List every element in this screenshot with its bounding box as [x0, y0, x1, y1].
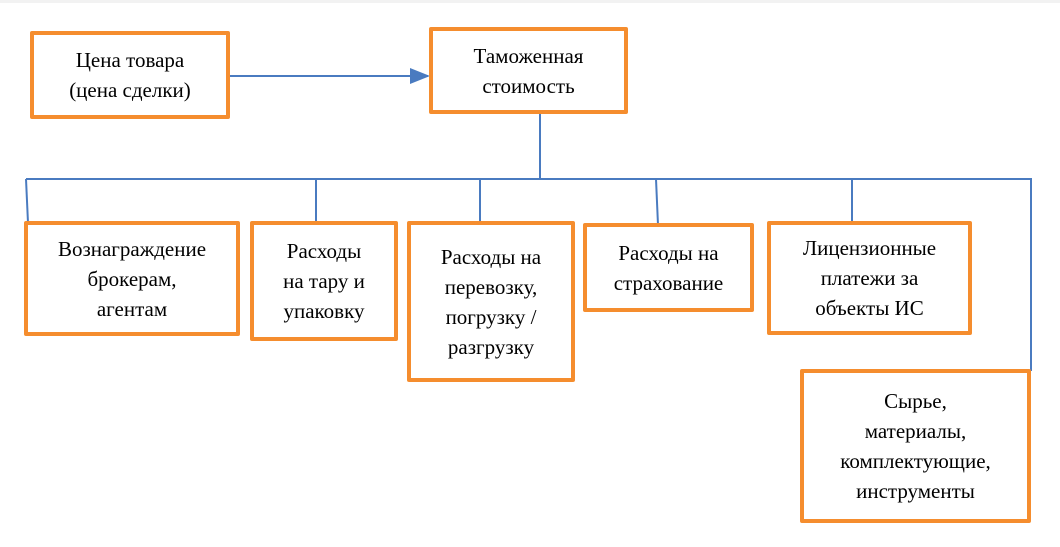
component-box-broker-fees: Вознаграждение брокерам, агентам: [24, 221, 240, 336]
drop-line: [25, 178, 29, 224]
top-strip: [0, 0, 1060, 3]
drop-line: [655, 178, 659, 226]
component-box-insurance: Расходы на страхование: [583, 223, 754, 312]
component-box-transport: Расходы на перевозку, погрузку / разгруз…: [407, 221, 575, 382]
customs-value-box: Таможенная стоимость: [429, 27, 628, 114]
component-box-packaging: Расходы на тару и упаковку: [250, 221, 398, 341]
component-box-license-fees: Лицензионные платежи за объекты ИС: [767, 221, 972, 335]
price-box: Цена товара (цена сделки): [30, 31, 230, 119]
component-box-materials: Сырье, материалы, комплектующие, инструм…: [800, 369, 1031, 523]
